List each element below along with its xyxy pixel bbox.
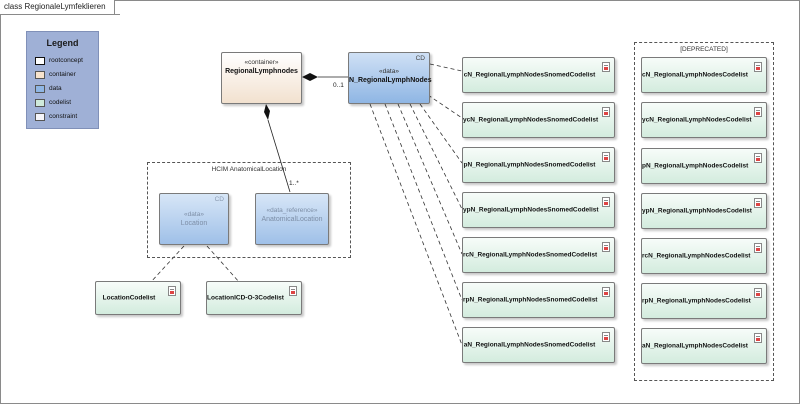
hcim-anatomicallocation-group: HCIM AnatomicalLocation bbox=[147, 162, 351, 258]
codelist-label: pN_RegionalLymphNodesCodelist bbox=[642, 162, 749, 170]
data-location[interactable]: CD «data» Location bbox=[159, 193, 229, 245]
data-name: N_RegionalLymphNodes bbox=[349, 77, 432, 84]
codelist-snomed-rpn[interactable]: rpN_RegionalLymphNodesSnomedCodelist bbox=[462, 282, 615, 318]
codelist-deprecated-pn[interactable]: pN_RegionalLymphNodesCodelist bbox=[641, 148, 767, 184]
codelist-deprecated-rpn[interactable]: rpN_RegionalLymphNodesCodelist bbox=[641, 283, 767, 319]
codelist-document-icon bbox=[602, 332, 610, 342]
codelist-deprecated-ypn[interactable]: ypN_RegionalLymphNodesCodelist bbox=[641, 193, 767, 229]
codelist-document-icon bbox=[602, 107, 610, 117]
codelist-deprecated-cn[interactable]: cN_RegionalLymphNodesCodelist bbox=[641, 57, 767, 93]
legend-swatch-icon bbox=[35, 71, 45, 79]
codelist-label: ypN_RegionalLymphNodesSnomedCodelist bbox=[463, 206, 599, 214]
multiplicity-label: 1..* bbox=[289, 180, 299, 187]
group-title: HCIM AnatomicalLocation bbox=[211, 166, 287, 173]
legend-swatch-icon bbox=[35, 113, 45, 121]
codelist-snomed-ycn[interactable]: ycN_RegionalLymphNodesSnomedCodelist bbox=[462, 102, 615, 138]
codelist-location-icd-o-3[interactable]: LocationICD-O-3Codelist bbox=[206, 281, 302, 315]
deprecated-group: [DEPRECATED] bbox=[634, 42, 774, 381]
codelist-snomed-rcn[interactable]: rcN_RegionalLymphNodesSnomedCodelist bbox=[462, 237, 615, 273]
codelist-label: rpN_RegionalLymphNodesSnomedCodelist bbox=[463, 296, 598, 304]
legend-swatch-icon bbox=[35, 99, 45, 107]
codelist-location[interactable]: LocationCodelist bbox=[95, 281, 181, 315]
legend-item-constraint: constraint bbox=[35, 112, 77, 122]
codelist-document-icon bbox=[289, 286, 297, 296]
codelist-label: cN_RegionalLymphNodesSnomedCodelist bbox=[463, 71, 596, 79]
codelist-snomed-ypn[interactable]: ypN_RegionalLymphNodesSnomedCodelist bbox=[462, 192, 615, 228]
data-name: Location bbox=[180, 220, 208, 227]
codelist-document-icon bbox=[754, 107, 762, 117]
container-name: RegionalLymphnodes bbox=[225, 68, 298, 75]
legend: Legend rootconcept container data codeli… bbox=[26, 31, 99, 129]
legend-item-data: data bbox=[35, 84, 62, 94]
container-regionallymphnodes[interactable]: «container» RegionalLymphnodes bbox=[221, 52, 302, 104]
codelist-label: LocationICD-O-3Codelist bbox=[207, 294, 284, 302]
codelist-label: pN_RegionalLymphNodesSnomedCodelist bbox=[463, 161, 596, 169]
codelist-document-icon bbox=[602, 287, 610, 297]
legend-item-container: container bbox=[35, 70, 76, 80]
codelist-snomed-an[interactable]: aN_RegionalLymphNodesSnomedCodelist bbox=[462, 327, 615, 363]
codelist-document-icon bbox=[602, 152, 610, 162]
codelist-label: rcN_RegionalLymphNodesCodelist bbox=[642, 252, 751, 260]
legend-title: Legend bbox=[46, 38, 79, 48]
codelist-snomed-cn[interactable]: cN_RegionalLymphNodesSnomedCodelist bbox=[462, 57, 615, 93]
codelist-document-icon bbox=[754, 288, 762, 298]
data-stereotype: «data_reference» bbox=[266, 207, 318, 214]
data-stereotype: «data» bbox=[184, 211, 204, 218]
data-name: AnatomicalLocation bbox=[261, 216, 323, 223]
legend-swatch-icon bbox=[35, 85, 45, 93]
codelist-label: cN_RegionalLymphNodesCodelist bbox=[642, 71, 748, 79]
codelist-deprecated-an[interactable]: aN_RegionalLymphNodesCodelist bbox=[641, 328, 767, 364]
codelist-document-icon bbox=[602, 62, 610, 72]
legend-swatch-icon bbox=[35, 57, 45, 65]
data-type-tag: CD bbox=[415, 55, 425, 62]
codelist-snomed-pn[interactable]: pN_RegionalLymphNodesSnomedCodelist bbox=[462, 147, 615, 183]
data-n-regionallymphnodes[interactable]: CD «data» N_RegionalLymphNodes bbox=[348, 52, 432, 104]
codelist-label: ycN_RegionalLymphNodesSnomedCodelist bbox=[463, 116, 599, 124]
codelist-document-icon bbox=[602, 197, 610, 207]
legend-item-rootconcept: rootconcept bbox=[35, 56, 83, 66]
multiplicity-label: 0..1 bbox=[333, 82, 344, 89]
codelist-document-icon bbox=[168, 286, 176, 296]
codelist-deprecated-ycn[interactable]: ycN_RegionalLymphNodesCodelist bbox=[641, 102, 767, 138]
codelist-document-icon bbox=[754, 62, 762, 72]
codelist-label: rcN_RegionalLymphNodesSnomedCodelist bbox=[463, 251, 598, 259]
data-stereotype: «data» bbox=[379, 68, 399, 75]
codelist-document-icon bbox=[602, 242, 610, 252]
codelist-deprecated-rcn[interactable]: rcN_RegionalLymphNodesCodelist bbox=[641, 238, 767, 274]
codelist-label: aN_RegionalLymphNodesCodelist bbox=[642, 342, 748, 350]
codelist-label: ypN_RegionalLymphNodesCodelist bbox=[642, 207, 752, 215]
data-anatomicallocation[interactable]: «data_reference» AnatomicalLocation bbox=[255, 193, 329, 245]
group-title: [DEPRECATED] bbox=[680, 46, 728, 53]
codelist-label: rpN_RegionalLymphNodesCodelist bbox=[642, 297, 751, 305]
data-type-tag: CD bbox=[214, 196, 224, 203]
container-stereotype: «container» bbox=[244, 59, 279, 66]
codelist-document-icon bbox=[754, 333, 762, 343]
codelist-document-icon bbox=[754, 153, 762, 163]
codelist-label: ycN_RegionalLymphNodesCodelist bbox=[642, 116, 752, 124]
codelist-document-icon bbox=[754, 243, 762, 253]
codelist-document-icon bbox=[754, 198, 762, 208]
diagram-title: class RegionaleLymfeklieren bbox=[0, 0, 120, 15]
codelist-label: LocationCodelist bbox=[102, 294, 156, 302]
codelist-label: aN_RegionalLymphNodesSnomedCodelist bbox=[463, 341, 596, 349]
legend-item-codelist: codelist bbox=[35, 98, 71, 108]
